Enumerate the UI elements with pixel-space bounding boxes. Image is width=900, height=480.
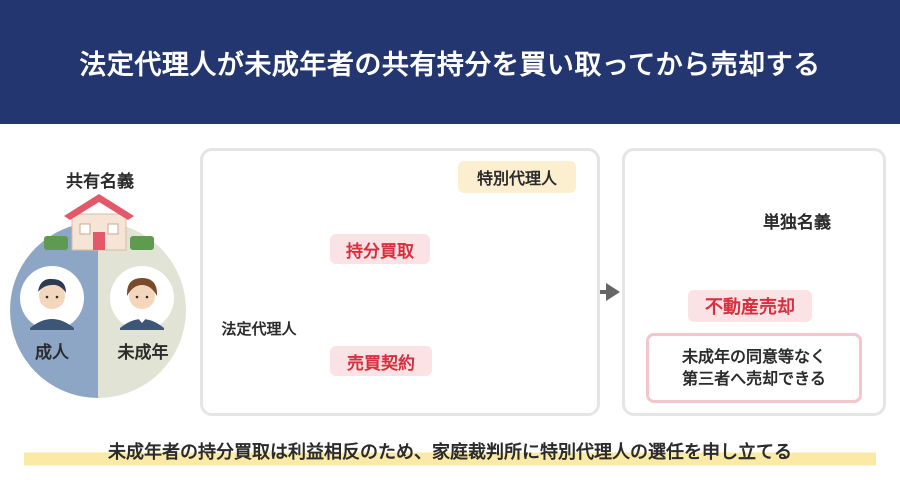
minor-avatar [110,266,174,330]
footer-text: 未成年者の持分買取は利益相反のため、家庭裁判所に特別代理人の選任を申し立てる [108,442,792,463]
footer-note: 未成年者の持分買取は利益相反のため、家庭裁判所に特別代理人の選任を申し立てる [24,434,876,468]
sole-name-label: 単独名義 [763,213,831,233]
note-line-2: 第三者へ売却できる [682,369,826,388]
minor-label: 未成年 [117,343,169,363]
page-title: 法定代理人が未成年者の共有持分を買い取ってから売却する [79,49,821,81]
adult-avatar [20,266,84,330]
note-line-1: 未成年の同意等なく [681,347,826,366]
house-icon [44,194,154,251]
sale-contract-tag: 売買契約 [330,346,432,376]
real-estate-sale-tag: 不動産売却 [688,290,812,322]
sale-note-box: 未成年の同意等なく 第三者へ売却できる [646,333,862,403]
special-agent-tag: 特別代理人 [458,161,576,193]
adult-label: 成人 [35,343,69,363]
legal-representative-label: 法定代理人 [221,320,297,338]
buy-share-tag: 持分買取 [330,234,430,264]
header-banner: 法定代理人が未成年者の共有持分を買い取ってから売却する [0,0,900,124]
co-ownership-title: 共有名義 [66,172,134,192]
co-ownership-section: 共有名義 [0,150,196,410]
